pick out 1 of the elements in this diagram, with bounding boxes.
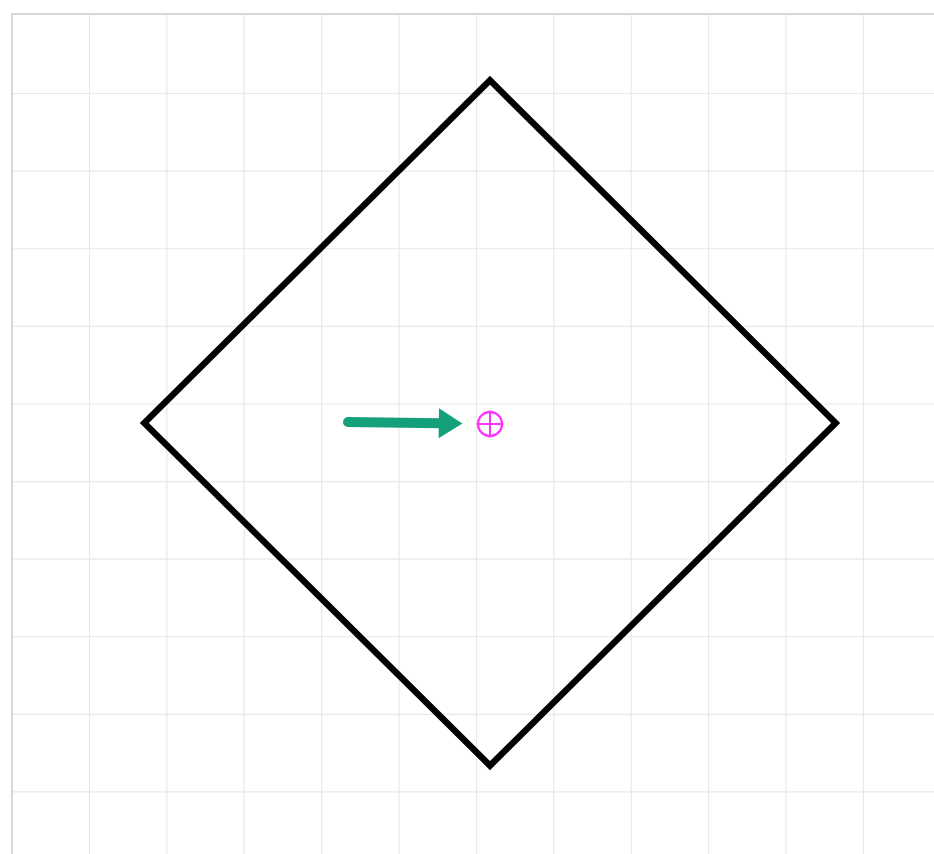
crosshair-icon bbox=[475, 409, 505, 439]
